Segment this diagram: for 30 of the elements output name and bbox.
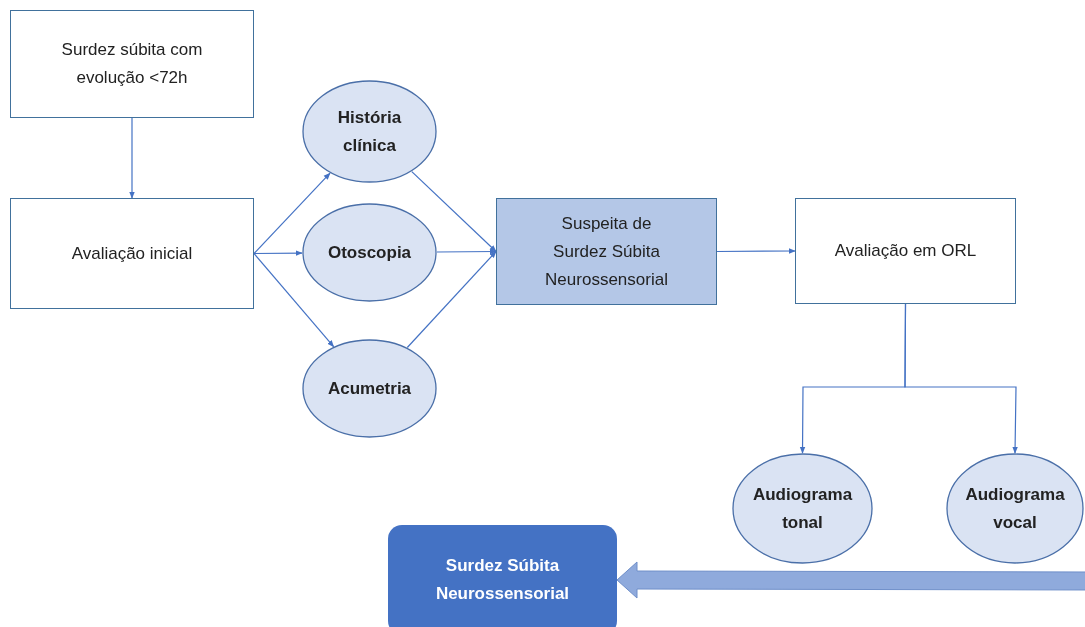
node-text: Avaliação inicial: [70, 242, 194, 265]
node-text: História clínica: [336, 106, 403, 157]
node-text: Suspeita de Surdez Súbita Neurossensorial: [544, 212, 669, 291]
arrow: [253, 252, 335, 348]
arrow: [253, 250, 303, 256]
arrow: [129, 117, 135, 199]
node-text: Acumetria: [326, 377, 413, 400]
arrow: [253, 172, 331, 255]
node-text: Audiograma tonal: [751, 483, 854, 534]
process-ellipse: [946, 453, 1084, 564]
process-box: [10, 10, 254, 118]
result-box: [388, 525, 617, 627]
arrow: [411, 171, 497, 253]
process-ellipse: [302, 203, 437, 302]
node-text: Surdez súbita com evolução <72h: [60, 39, 204, 89]
process-box: [10, 198, 254, 309]
node-text: Avaliação em ORL: [833, 240, 978, 262]
arrow: [406, 250, 497, 349]
process-ellipse: [732, 453, 873, 564]
node-text: Audiograma vocal: [964, 483, 1066, 534]
arrow: [904, 303, 1018, 454]
process-ellipse: [302, 339, 437, 438]
process-box: [496, 198, 717, 305]
process-box: [795, 198, 1016, 304]
node-text: Otoscopia: [326, 241, 413, 264]
node-text: Surdez Súbita Neurossensorial: [434, 555, 571, 605]
arrow: [716, 248, 796, 254]
arrow: [436, 248, 497, 255]
block-arrow: [616, 561, 1085, 599]
process-ellipse: [302, 80, 437, 183]
